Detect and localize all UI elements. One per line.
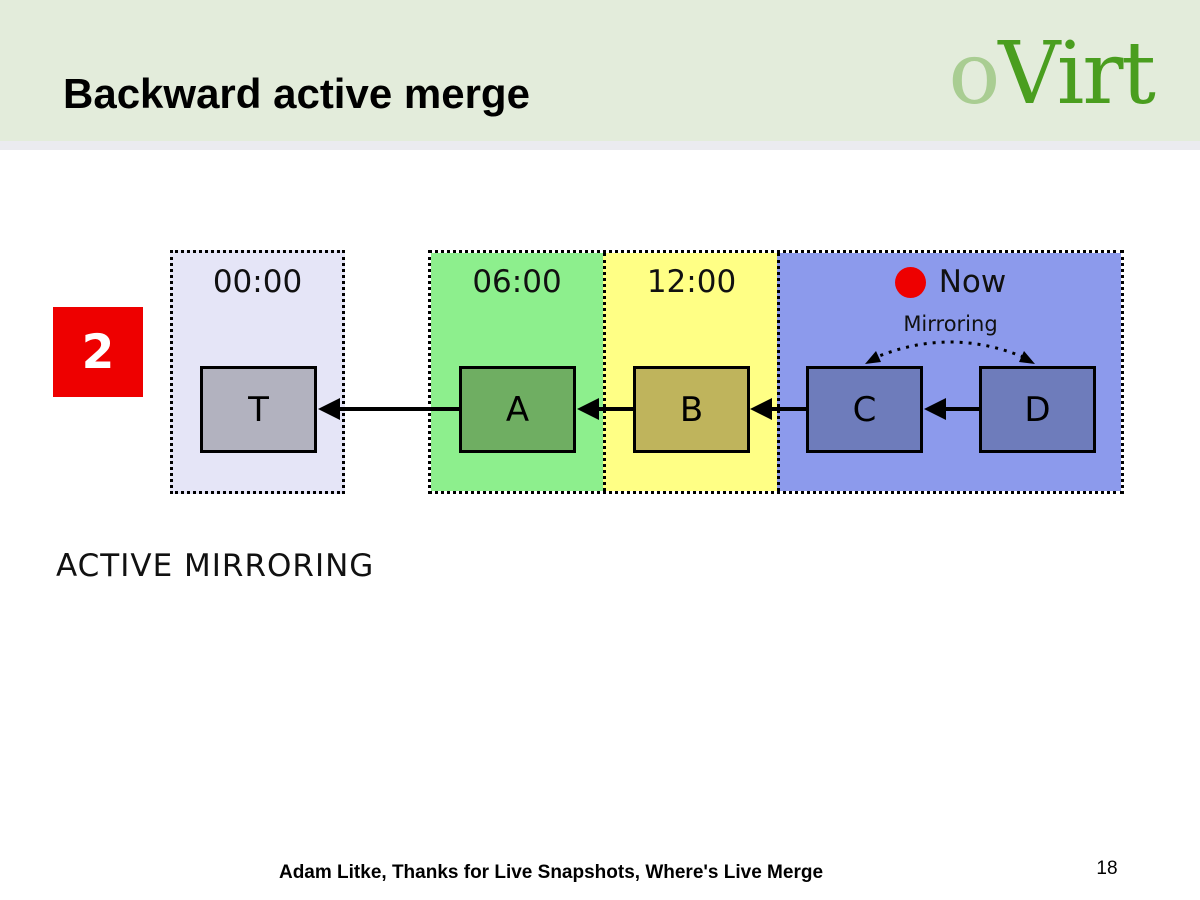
- zone-time-label: 00:00: [212, 264, 303, 300]
- slide-header: Backward active merge oVirt: [0, 0, 1200, 141]
- volume-box-c: C: [806, 366, 923, 453]
- step-number: 2: [81, 324, 115, 380]
- volume-letter: C: [852, 389, 877, 430]
- now-indicator: Now: [780, 253, 1121, 299]
- volume-letter: B: [679, 389, 704, 430]
- logo-o: o: [948, 24, 1000, 124]
- logo-virt: Virt: [998, 24, 1156, 124]
- volume-box-b: B: [633, 366, 750, 453]
- volume-letter: T: [248, 389, 269, 430]
- page-number: 18: [1096, 858, 1118, 879]
- active-mirroring-caption: ACTIVE MIRRORING: [56, 548, 375, 584]
- volume-box-a: A: [459, 366, 576, 453]
- volume-letter: A: [505, 389, 530, 430]
- ovirt-logo: oVirt: [948, 24, 1156, 124]
- page-title: Backward active merge: [63, 70, 530, 117]
- zone-time-label: 06:00: [472, 264, 562, 300]
- header-divider: [0, 141, 1200, 150]
- volume-box-t: T: [200, 366, 317, 453]
- volume-letter: D: [1024, 389, 1051, 430]
- zone-time-label: Now: [938, 264, 1007, 300]
- footer-credit: Adam Litke, Thanks for Live Snapshots, W…: [278, 862, 824, 883]
- zone-time-label: 12:00: [646, 264, 737, 300]
- volume-box-d: D: [979, 366, 1096, 453]
- now-dot-icon: [894, 266, 926, 298]
- mirroring-label: Mirroring: [903, 312, 998, 336]
- step-number-badge: 2: [53, 307, 143, 397]
